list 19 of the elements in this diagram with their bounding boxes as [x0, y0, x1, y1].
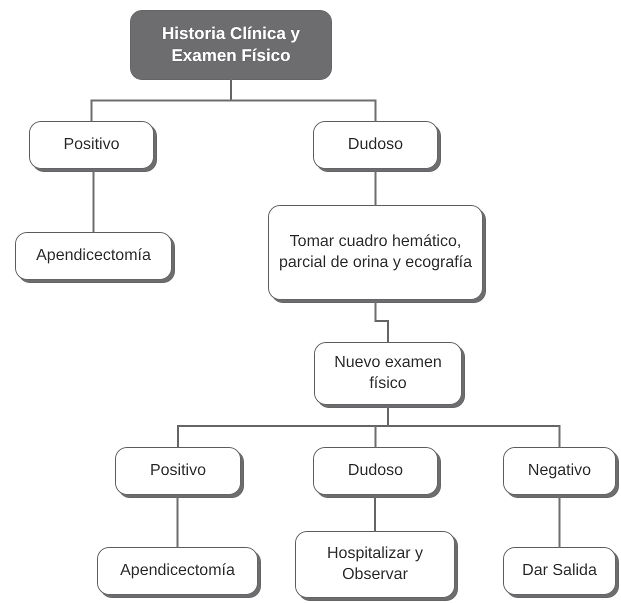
process-box: Negativo [503, 447, 616, 495]
process-box: Tomar cuadro hemático, parcial de orina y ecografía [268, 205, 483, 300]
process-box: Apendicectomía [97, 547, 258, 595]
process-box: Positivo [29, 121, 154, 169]
process-box: Dudoso [313, 447, 438, 495]
connector-line [374, 169, 376, 205]
process-box: Positivo [115, 447, 241, 495]
process-box: Apendicectomía [15, 232, 172, 280]
connector-line [374, 495, 376, 531]
connector-line [176, 495, 178, 547]
connector-line [387, 405, 560, 447]
process-box: Nuevo examen físico [314, 342, 462, 405]
connector-line [374, 300, 389, 342]
process-box: Hospitalizar y Observar [295, 531, 455, 598]
process-box: Dar Salida [503, 547, 616, 595]
start-box: Historia Clínica y Examen Físico [130, 10, 332, 80]
connector-line [558, 495, 560, 547]
connector-line [92, 169, 94, 232]
process-box: Dudoso [313, 121, 438, 169]
